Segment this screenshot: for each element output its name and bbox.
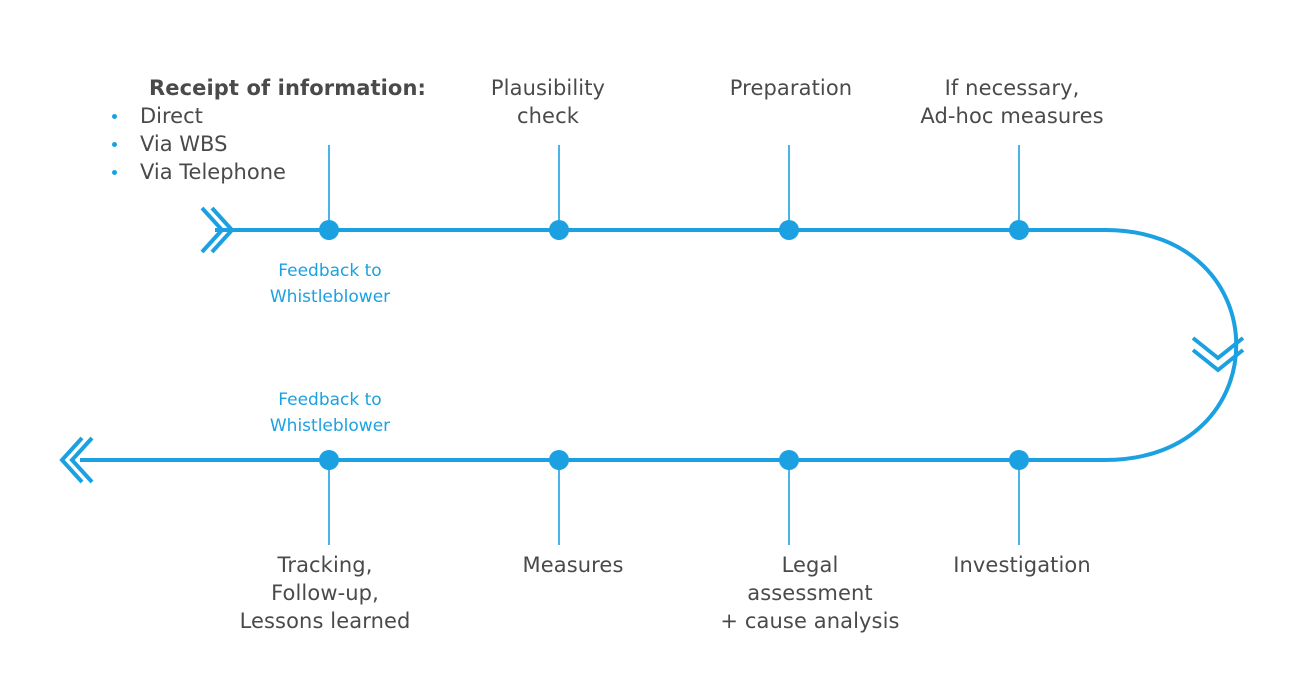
step-measures: Measures — [522, 553, 624, 577]
receipt-channel-list: Direct Via WBS Via Telephone — [112, 102, 286, 186]
feedback-to-whistleblower-top: Feedback to Whistleblower — [269, 261, 391, 307]
start-chevron-icon — [200, 206, 235, 254]
bullet-icon — [112, 142, 117, 147]
node-legal — [779, 450, 799, 470]
receipt-title: Receipt of information: — [149, 76, 426, 100]
direction-chevron-down-icon — [1191, 336, 1245, 373]
node-tracking — [319, 450, 339, 470]
step-tracking-followup: Tracking, Follow-up, Lessons learned — [239, 553, 411, 633]
node-receipt — [319, 220, 339, 240]
feedback-to-whistleblower-bottom: Feedback to Whistleblower — [269, 390, 391, 436]
step-investigation: Investigation — [953, 553, 1091, 577]
step-adhoc-measures: If necessary, Ad-hoc measures — [920, 76, 1104, 128]
list-item: Via Telephone — [112, 158, 286, 186]
step-legal-assessment: Legal assessment + cause analysis — [720, 553, 900, 633]
bullet-icon — [112, 114, 117, 119]
node-preparation — [779, 220, 799, 240]
node-measures — [549, 450, 569, 470]
return-curve — [1104, 228, 1239, 462]
bullet-icon — [112, 170, 117, 175]
step-preparation: Preparation — [729, 76, 853, 100]
list-item: Direct — [112, 102, 286, 130]
list-item: Via WBS — [112, 130, 286, 158]
node-plausibility — [549, 220, 569, 240]
node-adhoc — [1009, 220, 1029, 240]
node-investigation — [1009, 450, 1029, 470]
end-chevron-icon — [59, 436, 94, 484]
step-plausibility-check: Plausibility check — [490, 76, 606, 128]
